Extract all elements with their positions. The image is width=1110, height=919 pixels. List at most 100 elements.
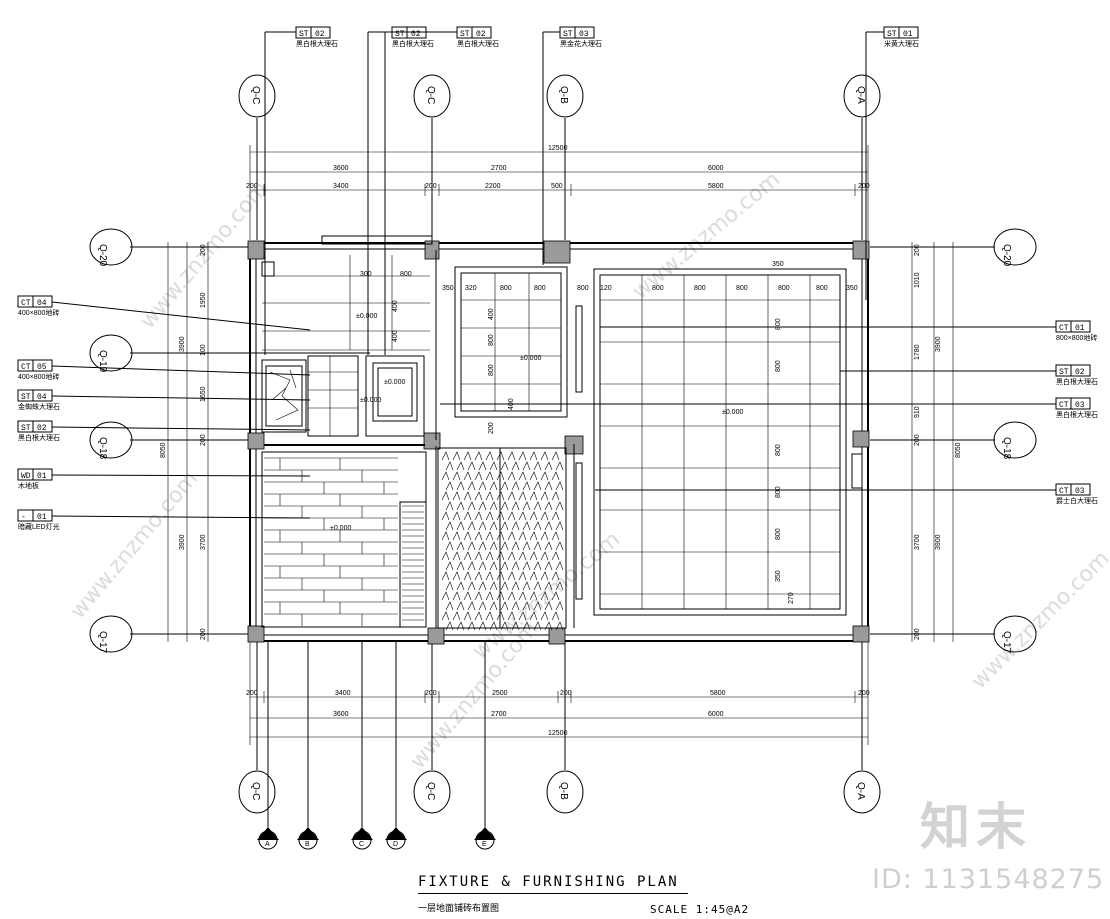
grid-bubble-bottom-3: Q-B <box>546 770 584 814</box>
marble-vein <box>555 461 564 471</box>
marble-vein <box>489 521 498 531</box>
marble-vein <box>452 451 461 461</box>
marble-vein <box>478 481 487 491</box>
dim-left-detail-2: 1950 <box>200 292 207 308</box>
column <box>247 625 265 643</box>
dim-room-a-1: 350 <box>772 261 784 268</box>
marble-vein <box>489 561 498 571</box>
marble-vein <box>452 611 461 621</box>
marble-vein <box>467 461 476 471</box>
top-grid-axes: Q-C Q-C Q-B Q-A <box>238 74 881 240</box>
tag-note: 黑白根大理石 <box>18 433 60 442</box>
marble-vein <box>522 601 531 611</box>
marble-vein <box>441 551 450 561</box>
marble-vein <box>489 501 498 511</box>
marble-vein <box>441 591 450 601</box>
marble-vein <box>507 511 516 521</box>
tag-code: ST <box>299 30 309 39</box>
marble-vein <box>441 451 450 461</box>
marble-vein <box>500 581 509 591</box>
marble-vein <box>533 601 542 611</box>
marble-vein <box>551 531 560 541</box>
title-underline <box>418 893 688 894</box>
marble-vein <box>555 601 564 611</box>
marble-vein <box>467 541 476 551</box>
tag-code: ST <box>1059 368 1069 377</box>
tag-code: ST <box>21 393 31 402</box>
marble-vein <box>467 601 476 611</box>
marble-vein <box>518 591 527 601</box>
tag-note: 黑金花大理石 <box>560 39 602 48</box>
marble-vein <box>485 591 494 601</box>
dim-total-top: 12500 <box>548 145 568 152</box>
marble-vein <box>518 491 527 501</box>
marble-vein <box>441 571 450 581</box>
dim-row-a-6: 350 <box>775 570 782 582</box>
marble-vein <box>529 451 538 461</box>
marble-vein <box>533 561 542 571</box>
dim-small-1: 400 <box>392 300 399 312</box>
svg-text:Q-20: Q-20 <box>1001 244 1012 267</box>
dim-row-a-4: 800 <box>775 486 782 498</box>
tag-code: WD <box>21 472 31 481</box>
dim-top-detail-6: 5800 <box>708 183 724 190</box>
marble-vein <box>452 491 461 501</box>
dim-right-detail-6: 3700 <box>914 534 921 550</box>
dim-row-b-2: 800 <box>488 334 495 346</box>
section-mark: E <box>474 640 496 850</box>
marble-vein <box>474 451 483 461</box>
marble-vein <box>456 461 465 471</box>
dim-left-split-2: 3900 <box>179 534 186 550</box>
marble-vein <box>474 551 483 561</box>
right-grid-axes: Q-20 Q-18 Q-17 <box>870 228 1037 654</box>
marble-vein <box>441 491 450 501</box>
tag-code: CT <box>21 299 31 308</box>
marble-vein <box>544 481 553 491</box>
tag-number: 03 <box>1075 401 1085 410</box>
section-mark-label: C <box>359 841 364 848</box>
section-mark: B <box>297 640 319 850</box>
marble-vein <box>511 481 520 491</box>
bottom-grid-axes: Q-C Q-C Q-B Q-A <box>238 640 881 814</box>
marble-vein <box>452 551 461 561</box>
grid-bubble-top-3: Q-B <box>546 74 584 118</box>
marble-vein <box>540 511 549 521</box>
marble-vein <box>522 541 531 551</box>
marble-vein <box>500 521 509 531</box>
marble-vein <box>463 491 472 501</box>
marble-vein <box>489 581 498 591</box>
leader-line <box>51 301 311 331</box>
marble-vein <box>496 611 505 621</box>
marble-vein <box>478 561 487 571</box>
marble-vein <box>551 511 560 521</box>
marble-vein <box>551 571 560 581</box>
marble-vein <box>533 541 542 551</box>
grid-bubble-left-3: Q-18 <box>89 421 133 460</box>
dim-left-detail-6: 3700 <box>200 534 207 550</box>
dim-right-detail-4: 910 <box>914 406 921 418</box>
tag-code: CT <box>1059 324 1069 333</box>
marble-vein <box>441 611 450 621</box>
marble-vein <box>511 621 520 631</box>
dim-left-total: 8050 <box>160 442 167 458</box>
dim-row-a-2: 800 <box>775 360 782 372</box>
dim-room-c-2: 800 <box>400 271 412 278</box>
marble-vein <box>489 461 498 471</box>
watermark-logo: 知末 <box>920 798 1032 856</box>
dim-row-b-3: 800 <box>488 364 495 376</box>
level-5: ±0.000 <box>722 409 743 416</box>
marble-vein <box>489 541 498 551</box>
marble-vein <box>445 501 454 511</box>
marble-vein <box>518 551 527 561</box>
marble-vein <box>544 601 553 611</box>
marble-vein <box>463 471 472 481</box>
tag-code: ST <box>460 30 470 39</box>
marble-vein <box>518 611 527 621</box>
marble-vein <box>551 471 560 481</box>
